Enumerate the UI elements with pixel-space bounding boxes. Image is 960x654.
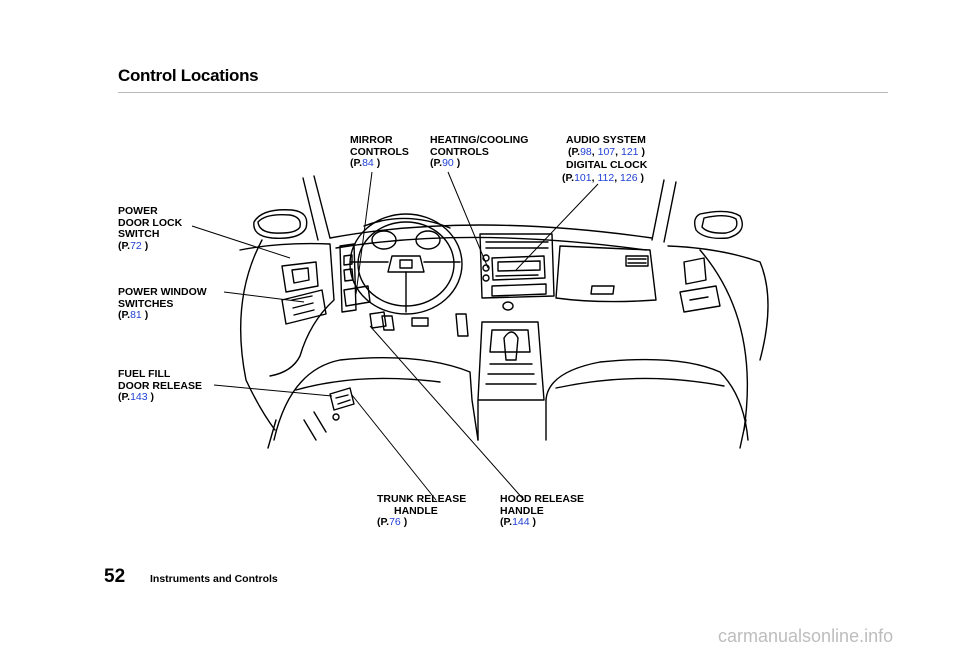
page-title: Control Locations (118, 66, 259, 85)
dashboard-top (329, 224, 653, 239)
right-vent (625, 255, 649, 267)
leader-lines (191, 171, 599, 501)
right-side-mirror (693, 210, 743, 240)
callout-line: POWER WINDOW (118, 286, 207, 298)
left-a-pillar (302, 175, 331, 241)
page-ref-prefix: (P. (430, 157, 443, 169)
right-a-pillar (651, 179, 677, 243)
callout-line: FUEL FILL (118, 368, 171, 380)
callout-line: HEATING/COOLING (430, 134, 529, 146)
page-ref-prefix: (P. (562, 172, 575, 184)
callout-line: AUDIO SYSTEM (566, 134, 646, 146)
digital-clock-pages: (P.101, 112, 126 ) (562, 172, 645, 184)
page-ref-prefix: (P. (118, 309, 131, 321)
audio-unit (491, 255, 546, 281)
page-link[interactable]: 143 (130, 391, 148, 403)
page-link[interactable]: 121 (620, 145, 639, 158)
passenger-seat (545, 358, 749, 441)
shifter (503, 331, 519, 361)
page-ref-suffix: ) (456, 157, 461, 169)
page-ref-prefix: (P. (568, 145, 581, 158)
page-link[interactable]: 98 (580, 145, 592, 158)
callout-line: SWITCH (118, 228, 160, 240)
page-number: 52 (104, 566, 126, 587)
page-link[interactable]: 144 (512, 516, 530, 528)
page-link[interactable]: 76 (389, 516, 401, 528)
mirror-control-panel (339, 243, 357, 313)
title-rule (118, 92, 888, 93)
driver-seat (273, 357, 479, 441)
page-link[interactable]: 84 (362, 157, 374, 169)
page-ref-prefix: (P. (118, 239, 131, 252)
page-link[interactable]: 90 (442, 157, 454, 169)
page-ref-suffix: ) (532, 516, 537, 528)
callout-line: MIRROR (350, 134, 393, 146)
mirror-controls-callout: MIRROR CONTROLS (P.84 ) (350, 134, 409, 170)
gauge-cluster (363, 217, 451, 229)
callout-line: HOOD RELEASE (500, 493, 585, 505)
page-ref-prefix: (P. (350, 157, 363, 169)
callout-line: POWER (118, 205, 158, 217)
section-title: Instruments and Controls (150, 573, 278, 585)
page-link[interactable]: 126 (620, 172, 638, 184)
callout-line: DOOR LOCK (118, 216, 183, 229)
power-window-callout: POWER WINDOW SWITCHES (P.81 ) (118, 286, 207, 322)
power-door-lock-callout: POWER DOOR LOCK SWITCH (P.72 ) (118, 205, 183, 252)
center-console (477, 321, 545, 401)
callout-line: HANDLE (394, 504, 438, 517)
digital-clock-callout: DIGITAL CLOCK (566, 159, 648, 172)
fuel-release-lever (329, 387, 355, 411)
page-link[interactable]: 107 (597, 145, 616, 158)
left-side-mirror (253, 209, 308, 239)
page-ref-prefix: (P. (118, 391, 131, 403)
page-ref-prefix: (P. (377, 516, 390, 528)
page-ref-suffix: ) (144, 309, 149, 321)
callout-line: SWITCHES (118, 297, 174, 310)
page-ref-suffix: ) (150, 391, 155, 403)
page-ref-suffix: ) (144, 239, 149, 252)
glove-box-latch (590, 285, 615, 295)
window-switch-area (281, 289, 327, 325)
center-stack (479, 233, 555, 299)
trunk-release-callout: TRUNK RELEASE HANDLE (P.76 ) (377, 493, 467, 529)
page-ref-prefix: (P. (500, 516, 513, 528)
callout-line: DOOR RELEASE (118, 379, 203, 392)
page-ref-suffix: ) (641, 145, 645, 158)
door-lock-switch-area (281, 261, 319, 293)
fuel-fill-callout: FUEL FILL DOOR RELEASE (P.143 ) (118, 368, 203, 404)
hood-release-lever (369, 311, 387, 329)
right-door-handle (683, 257, 707, 285)
page-link[interactable]: 101 (574, 172, 592, 184)
page-ref-suffix: ) (376, 157, 381, 169)
page-ref-suffix: ) (403, 516, 408, 528)
console-rear (477, 399, 547, 441)
page-link[interactable]: 81 (130, 309, 142, 321)
hood-release-callout: HOOD RELEASE HANDLE (P.144 ) (500, 493, 585, 529)
heating-cooling-callout: HEATING/COOLING CONTROLS (P.90 ) (430, 134, 529, 170)
page-link[interactable]: 72 (130, 239, 142, 252)
watermark: carmanualsonline.info (718, 626, 894, 646)
callout-line: DIGITAL CLOCK (566, 159, 648, 171)
callout-line: HANDLE (500, 504, 544, 517)
callout-line: TRUNK RELEASE (377, 493, 467, 505)
right-door-panel (667, 245, 769, 361)
pedals (381, 313, 469, 337)
audio-system-callout: AUDIO SYSTEM (P.98, 107, 121 ) (566, 134, 646, 158)
page-link[interactable]: 112 (597, 172, 615, 184)
callout-line: CONTROLS (350, 145, 409, 158)
left-door-panel (239, 242, 335, 377)
page-ref-suffix: ) (640, 172, 645, 184)
callout-line: CONTROLS (430, 145, 489, 158)
